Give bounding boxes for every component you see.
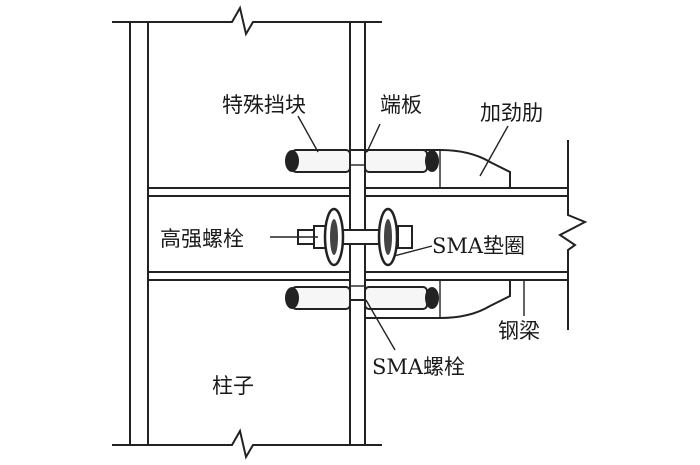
label-end-plate: 端板 [380,93,422,117]
label-column: 柱子 [212,374,254,398]
stiffener-lower [365,280,511,319]
beam-break [558,140,588,330]
end-plate [349,149,366,301]
special-block-lower [285,286,351,310]
column-bottom-break [112,428,382,460]
sma-bolt-lower [364,286,439,310]
leader-lines [270,115,525,351]
label-steel-beam: 钢梁 [498,319,540,343]
label-special-block: 特殊挡块 [222,93,306,117]
label-sma-washer: SMA垫圈 [432,234,525,258]
stiffener-upper [365,149,511,188]
label-stiffener: 加劲肋 [480,101,543,125]
sma-bolt-upper [364,149,439,173]
sma-washer-left [323,207,345,267]
special-block-upper [285,149,351,173]
label-sma-bolt: SMA螺栓 [372,355,465,379]
column-top-break [112,5,382,37]
label-high-strength-bolt: 高强螺栓 [160,227,244,251]
steel-beam [365,140,588,330]
sma-washer-right [377,207,399,267]
